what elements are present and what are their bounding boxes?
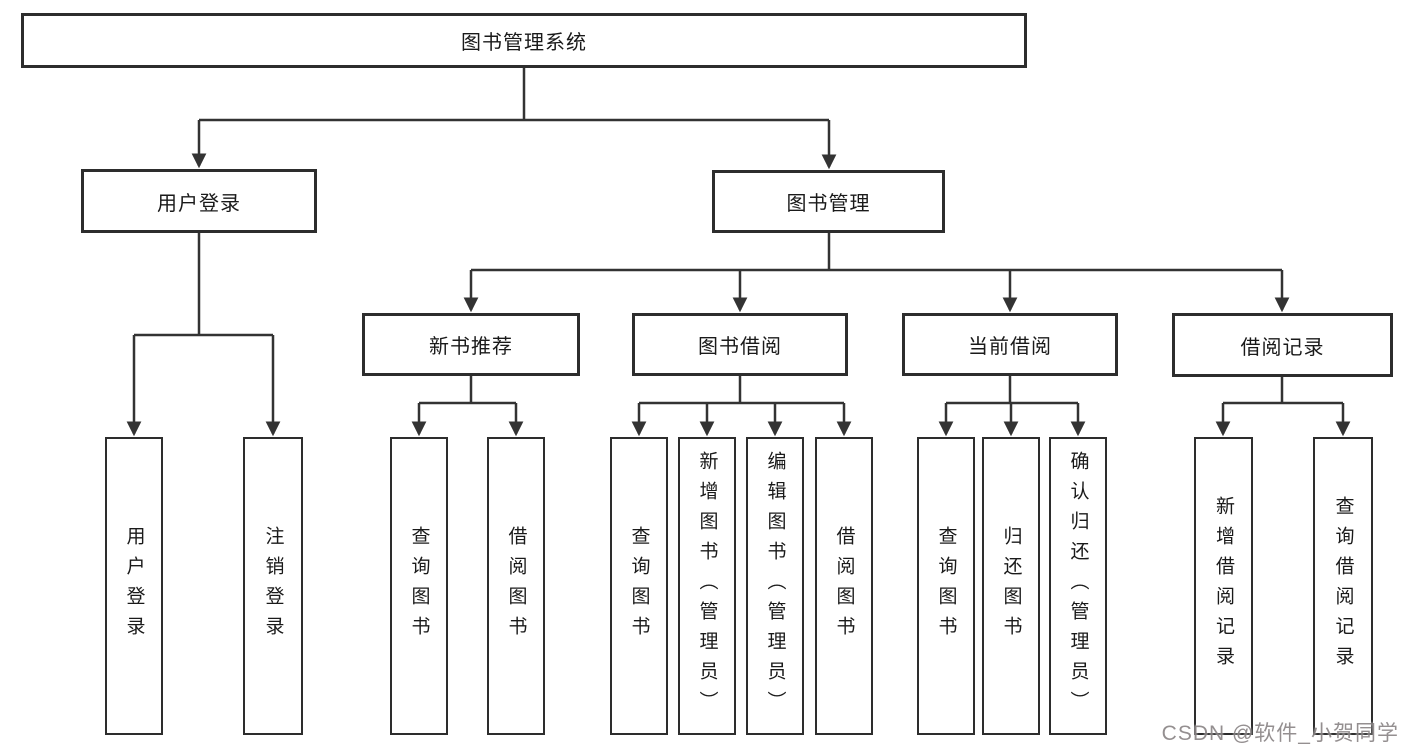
leaf-logout: 注销登录 xyxy=(243,437,303,735)
leaf-label: 编辑图书（管理员） xyxy=(764,451,786,721)
leaf-label: 新增图书（管理员） xyxy=(696,451,718,721)
leaf-confirm-return-admin: 确认归还（管理员） xyxy=(1049,437,1107,735)
leaf-user-login: 用户登录 xyxy=(105,437,163,735)
leaf-edit-book-admin: 编辑图书（管理员） xyxy=(746,437,804,735)
leaf-label: 查询图书 xyxy=(628,526,650,646)
leaf-label: 借阅图书 xyxy=(505,526,527,646)
node-book-borrow-label: 图书借阅 xyxy=(698,336,782,358)
leaf-label: 归还图书 xyxy=(1000,526,1022,646)
leaf-query-book-bb: 查询图书 xyxy=(610,437,668,735)
node-user-login: 用户登录 xyxy=(81,169,317,233)
leaf-label: 查询图书 xyxy=(408,526,430,646)
leaf-add-book-admin: 新增图书（管理员） xyxy=(678,437,736,735)
node-borrow-record: 借阅记录 xyxy=(1172,313,1393,377)
node-current-borrow-label: 当前借阅 xyxy=(968,336,1052,358)
leaf-label: 新增借阅记录 xyxy=(1213,496,1234,676)
node-borrow-record-label: 借阅记录 xyxy=(1240,336,1325,359)
node-root: 图书管理系统 xyxy=(21,13,1027,68)
node-current-borrow: 当前借阅 xyxy=(902,313,1118,376)
leaf-add-borrow-record: 新增借阅记录 xyxy=(1194,437,1253,735)
leaf-label: 用户登录 xyxy=(123,526,145,646)
leaf-label: 注销登录 xyxy=(262,526,284,646)
node-root-label: 图书管理系统 xyxy=(461,32,587,54)
leaf-borrow-book-nb: 借阅图书 xyxy=(487,437,545,735)
node-book-borrow: 图书借阅 xyxy=(632,313,848,376)
node-new-book-recommend: 新书推荐 xyxy=(362,313,580,376)
node-user-login-label: 用户登录 xyxy=(157,192,241,215)
node-book-mgmt: 图书管理 xyxy=(712,170,945,233)
leaf-query-book-cb: 查询图书 xyxy=(917,437,975,735)
watermark: CSDN @软件_小贺同学 xyxy=(1161,722,1399,745)
leaf-return-book: 归还图书 xyxy=(982,437,1040,735)
leaf-query-borrow-record: 查询借阅记录 xyxy=(1313,437,1373,735)
leaf-label: 借阅图书 xyxy=(833,526,855,646)
leaf-borrow-book-bb: 借阅图书 xyxy=(815,437,873,735)
leaf-label: 确认归还（管理员） xyxy=(1067,451,1089,721)
leaf-label: 查询图书 xyxy=(935,526,957,646)
leaf-query-book-nb: 查询图书 xyxy=(390,437,448,735)
node-new-book-recommend-label: 新书推荐 xyxy=(429,336,513,358)
leaf-label: 查询借阅记录 xyxy=(1332,496,1354,676)
node-book-mgmt-label: 图书管理 xyxy=(786,193,871,215)
